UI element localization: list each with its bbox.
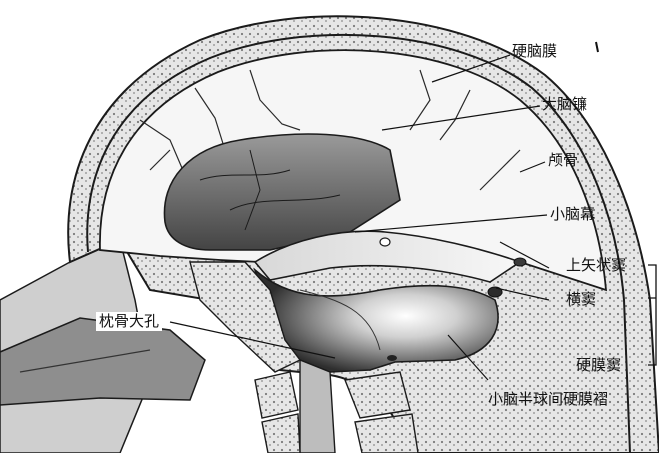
label-transverse-sinus: 横窦 xyxy=(566,292,596,307)
label-dural-sinuses: 硬膜窦 xyxy=(576,358,621,373)
superior-sagittal-sinus-marker xyxy=(514,258,526,266)
label-superior-sagittal-sinus: 上矢状窦 xyxy=(566,258,626,273)
label-foramen-magnum: 枕骨大孔 xyxy=(96,312,162,331)
foramen-magnum xyxy=(300,360,335,453)
tent-notch-marker xyxy=(380,238,390,246)
label-falx-cerebelli: 小脑半球间硬膜褶 xyxy=(488,392,608,407)
cervical-vertebrae xyxy=(255,372,418,453)
label-skull: 颅骨 xyxy=(548,153,578,168)
label-dura-mater: 硬脑膜 xyxy=(512,44,557,59)
label-falx-cerebri: 大脑镰 xyxy=(542,97,587,112)
sinus-marker-lower xyxy=(387,355,397,361)
label-tentorium-cerebelli: 小脑幕 xyxy=(550,207,595,222)
